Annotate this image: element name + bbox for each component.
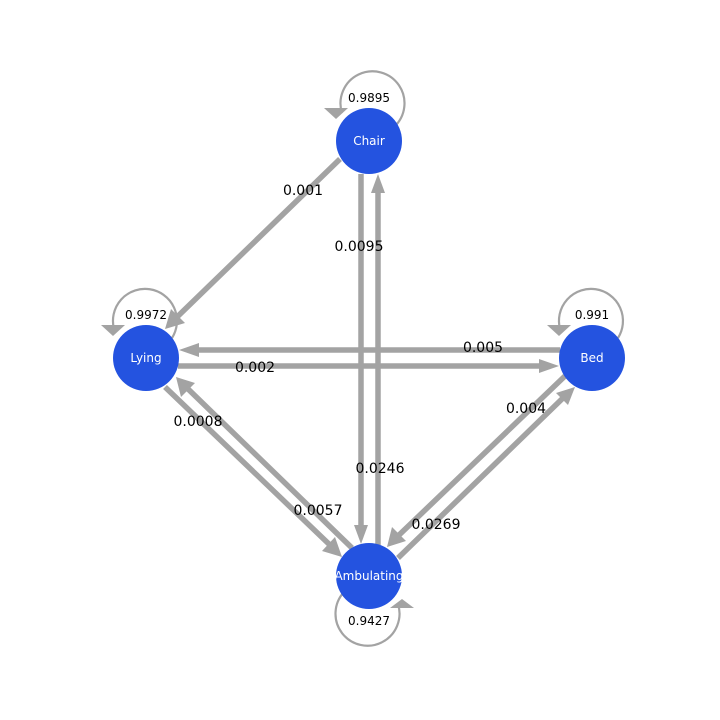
node-label-lying: Lying — [130, 351, 161, 365]
edge-label-chair-lying: 0.001 — [283, 183, 323, 199]
edge-chair-to-ambulating — [354, 174, 368, 544]
node-label-chair: Chair — [353, 134, 385, 148]
self-loop-chair — [324, 70, 406, 128]
loop-label-lying: 0.9972 — [125, 308, 167, 322]
edge-ambulating-to-chair — [371, 174, 385, 545]
node-lying: Lying — [113, 325, 179, 391]
edge-label-ambulating-chair: 0.0246 — [356, 461, 405, 477]
node-bed: Bed — [559, 325, 625, 391]
edge-bed-to-ambulating — [387, 374, 567, 547]
edge-lying-to-ambulating — [163, 385, 342, 557]
self-loop-ambulating — [334, 591, 414, 647]
node-label-ambulating: Ambulating — [334, 569, 403, 583]
node-chair: Chair — [336, 108, 402, 174]
edge-label-chair-ambulating: 0.0095 — [335, 239, 384, 255]
loop-label-chair: 0.9895 — [348, 91, 390, 105]
edge-lying-to-bed — [178, 359, 559, 373]
edge-chair-to-lying — [165, 157, 342, 329]
edge-label-ambulating-lying: 0.0057 — [294, 503, 343, 519]
node-ambulating: Ambulating — [334, 543, 404, 609]
edge-ambulating-to-bed — [396, 387, 575, 560]
edge-ambulating-to-lying — [176, 377, 354, 550]
edge-bed-to-lying — [179, 343, 560, 357]
edge-label-lying-bed: 0.002 — [235, 360, 275, 376]
self-loop-bed — [547, 287, 625, 339]
node-label-bed: Bed — [580, 351, 603, 365]
edge-label-bed-ambulating: 0.004 — [506, 401, 546, 417]
edge-label-bed-lying: 0.005 — [463, 340, 503, 356]
edge-label-ambulating-bed: 0.0269 — [412, 517, 461, 533]
edge-label-lying-ambulating: 0.0008 — [174, 414, 223, 430]
loop-label-bed: 0.991 — [575, 308, 609, 322]
loop-label-ambulating: 0.9427 — [348, 614, 390, 628]
